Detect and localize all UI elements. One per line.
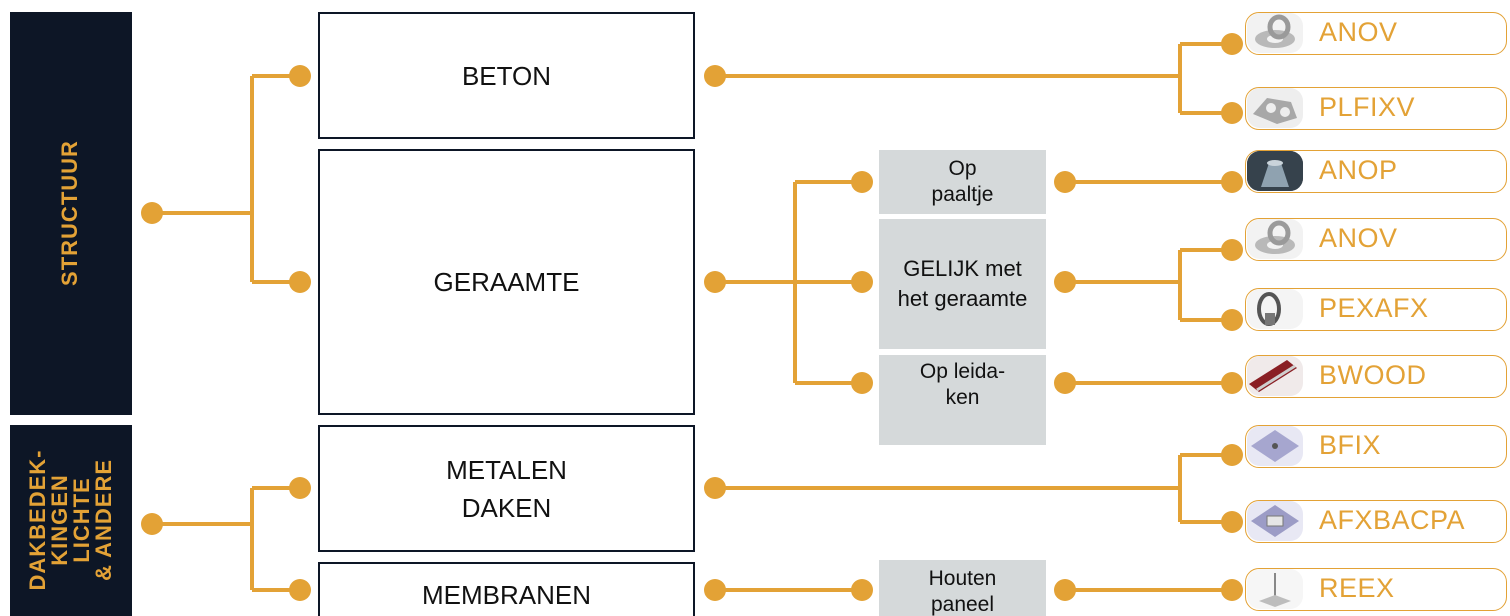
sidebar-structuur: STRUCTUUR [10,12,132,415]
product-bwood[interactable]: BWOOD [1245,355,1507,398]
category-membranen-label: MEMBRANEN [421,580,591,610]
sidebar-dak-line-4: & ANDERE [91,458,116,582]
method-op-paaltje-line-1: Op [948,157,977,180]
cable-loop-icon [1247,289,1303,329]
product-anop[interactable]: ANOP [1245,150,1507,193]
post-base-icon [1247,569,1303,609]
product-label: AFXBACPA [1319,505,1466,535]
sidebar-dakbedekkingen: DAKBEDEK- KINGEN LICHTE & ANDERE [10,425,132,616]
method-houten-paneel-line-2: paneel [930,593,995,616]
roof-plate-icon [1247,426,1303,466]
method-op-leidaken: Op leida- ken [879,355,1046,445]
product-label: BWOOD [1319,360,1427,390]
plate-anchor-icon [1247,88,1303,128]
method-gelijk-geraamte: GELIJK met het geraamte [879,219,1046,349]
method-gelijk-line-1: GELIJK met [903,256,1022,281]
sidebar-structuur-label: STRUCTUUR [57,140,82,286]
product-label: ANOV [1319,223,1398,253]
sidebar-dak-line-1: DAKBEDEK- [25,449,50,591]
post-anchor-icon [1247,151,1303,191]
method-op-leidaken-line-1: Op leida- [919,360,1006,383]
category-metalen-line-2: DAKEN [461,492,552,523]
sidebar-dak-line-3: LICHTE [69,477,94,563]
category-geraamte: GERAAMTE [318,149,695,415]
method-houten-paneel-line-1: Houten [928,567,997,590]
category-metalen-daken: METALEN DAKEN [318,425,695,552]
category-beton-label: BETON [461,60,552,91]
product-afxbacpa[interactable]: AFXBACPA [1245,500,1507,543]
ring-anchor-icon [1247,13,1303,53]
sidebar-dakbedekkingen-label: DAKBEDEK- KINGEN LICHTE & ANDERE [25,420,116,616]
product-label: ANOP [1319,155,1398,185]
product-label: BFIX [1319,430,1382,460]
ring-anchor-icon [1247,219,1303,259]
product-anov-1[interactable]: ANOV [1245,12,1507,55]
product-label: PLFIXV [1319,92,1416,122]
method-op-paaltje: Op paaltje [879,150,1046,214]
category-beton: BETON [318,12,695,139]
method-op-paaltje-line-2: paaltje [931,183,994,206]
product-bfix[interactable]: BFIX [1245,425,1507,468]
roof-bracket-icon [1247,501,1303,541]
product-label: ANOV [1319,17,1398,47]
method-gelijk-line-2: het geraamte [897,286,1028,311]
product-plfixv[interactable]: PLFIXV [1245,87,1507,130]
product-reex[interactable]: REEX [1245,568,1507,611]
category-metalen-line-1: METALEN [446,454,567,485]
category-membranen: MEMBRANEN [318,562,695,616]
sidebar-dak-line-2: KINGEN [47,474,72,566]
product-label: PEXAFX [1319,293,1429,323]
product-pexafx[interactable]: PEXAFX [1245,288,1507,331]
category-geraamte-label: GERAAMTE [433,267,580,297]
wood-beam-icon [1247,356,1303,396]
method-op-leidaken-line-2: ken [945,386,980,409]
product-label: REEX [1319,573,1395,603]
method-houten-paneel: Houten paneel [879,560,1046,616]
product-anov-2[interactable]: ANOV [1245,218,1507,261]
